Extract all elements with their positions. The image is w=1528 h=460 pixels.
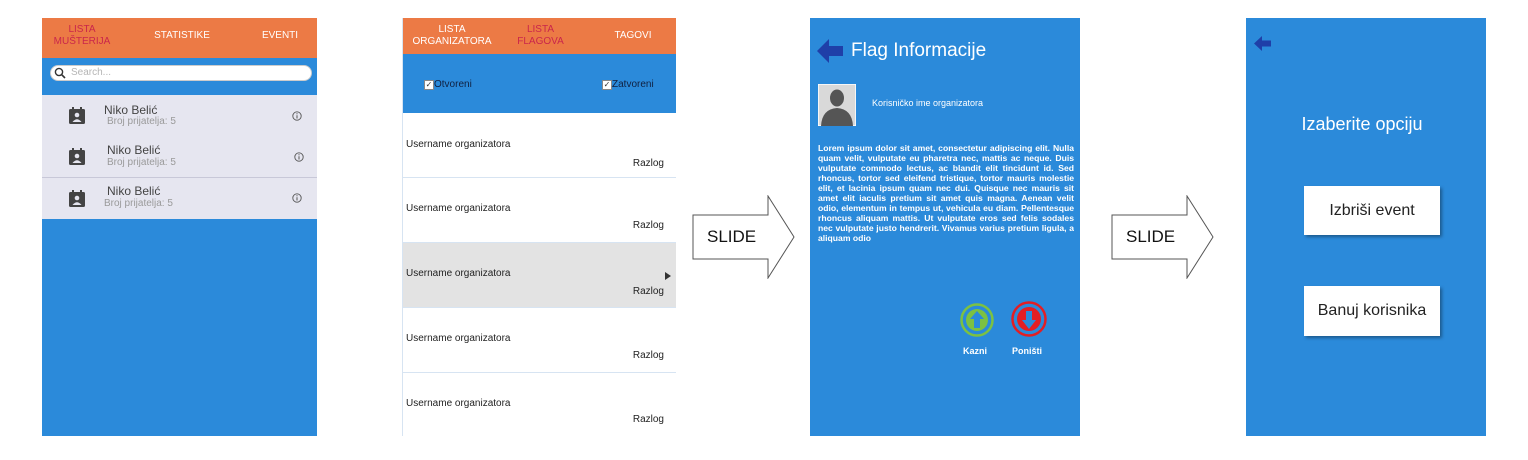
delete-event-button[interactable]: Izbriši event [1304, 186, 1440, 235]
flag-username: Username organizatora [406, 333, 511, 344]
open-label: Otvoreni [434, 79, 472, 90]
tab-label: LISTA FLAGOVA [517, 24, 564, 47]
flag-reason: Razlog [632, 414, 664, 425]
flag-reason: Razlog [632, 286, 664, 297]
flag-username: Username organizatora [406, 268, 511, 279]
contact-icon [69, 107, 85, 124]
closed-label: Zatvoreni [612, 79, 654, 90]
search-placeholder: Search... [71, 67, 112, 78]
user-friends-count: Broj prijatelja: 5 [107, 157, 176, 168]
punish-label: Kazni [963, 346, 988, 356]
page-title: Flag Informacije [851, 40, 987, 61]
options-screen: Izaberite opciju Izbriši event Banuj kor… [1246, 18, 1486, 436]
tab-statistics[interactable]: STATISTIKE [154, 30, 210, 41]
flag-reason: Razlog [632, 350, 664, 361]
avatar [818, 84, 856, 126]
contact-icon [69, 148, 85, 165]
list-item[interactable]: Niko Belić Broj prijatelja: 5 [42, 136, 317, 178]
customer-list-screen: LISTA MUŠTERIJA STATISTIKE EVENTI Search… [42, 18, 317, 436]
table-row[interactable]: Username organizatora Razlog [403, 373, 676, 436]
table-row[interactable]: Username organizatora Razlog [403, 113, 676, 178]
table-row[interactable]: Username organizatora Razlog [403, 178, 676, 243]
flag-info-screen: Flag Informacije Korisničko ime organiza… [810, 18, 1080, 436]
flag-description: Lorem ipsum dolor sit amet, consectetur … [818, 143, 1074, 243]
back-arrow-icon[interactable] [817, 39, 843, 63]
slide-arrow: SLIDE [1111, 194, 1215, 280]
info-icon[interactable] [294, 152, 304, 162]
flag-username: Username organizatora [406, 398, 511, 409]
chevron-right-icon [665, 272, 671, 280]
tab-tags[interactable]: TAGOVI [614, 30, 652, 41]
closed-checkbox[interactable]: ✓ [602, 80, 612, 90]
flag-reason: Razlog [632, 220, 664, 231]
slide-arrow: SLIDE [692, 194, 796, 280]
search-input[interactable]: Search... [50, 65, 312, 81]
punish-up-arrow-icon[interactable] [959, 302, 995, 338]
table-row[interactable]: Username organizatora Razlog [403, 308, 676, 373]
tab-customer-list[interactable]: LISTA MUŠTERIJA [52, 24, 112, 48]
back-arrow-icon[interactable] [1254, 36, 1271, 51]
info-icon[interactable] [292, 193, 302, 203]
table-row[interactable]: Username organizatora Razlog [403, 243, 676, 308]
tab-events[interactable]: EVENTI [261, 30, 299, 41]
slide-label: SLIDE [1126, 227, 1176, 246]
user-name: Niko Belić [107, 143, 161, 157]
organizer-name: Korisničko ime organizatora [872, 98, 984, 108]
cancel-label: Poništi [1012, 346, 1043, 356]
flag-reason: Razlog [632, 158, 664, 169]
page-title: Izaberite opciju [1301, 114, 1423, 134]
ban-user-button[interactable]: Banuj korisnika [1304, 286, 1440, 336]
flag-username: Username organizatora [406, 139, 511, 150]
open-checkbox[interactable]: ✓ [424, 80, 434, 90]
top-nav: LISTA MUŠTERIJA STATISTIKE EVENTI [42, 18, 317, 58]
info-icon[interactable] [292, 111, 302, 121]
flag-username: Username organizatora [406, 203, 511, 214]
list-item[interactable]: Niko Belić Broj prijatelja: 5 [42, 178, 317, 219]
tab-flag-list[interactable]: LISTA FLAGOVA [513, 24, 568, 48]
flag-list-screen: LISTA ORGANIZATORA LISTA FLAGOVA TAGOVI … [402, 18, 676, 436]
top-nav: LISTA ORGANIZATORA LISTA FLAGOVA TAGOVI [403, 18, 676, 54]
arrow-shape [692, 194, 795, 280]
list-item[interactable]: Niko Belić Broj prijatelja: 5 [42, 95, 317, 136]
filter-bar: ✓ Otvoreni ✓ Zatvoreni [403, 54, 676, 113]
tab-organizer-list[interactable]: LISTA ORGANIZATORA [411, 24, 493, 48]
user-friends-count: Broj prijatelja: 5 [107, 116, 176, 127]
user-name: Niko Belić [107, 184, 161, 198]
user-friends-count: Broj prijatelja: 5 [104, 198, 173, 209]
search-icon [54, 67, 66, 79]
tab-label: LISTA MUŠTERIJA [53, 24, 111, 47]
user-name: Niko Belić [104, 103, 158, 117]
contact-icon [69, 190, 85, 207]
tab-label: LISTA ORGANIZATORA [412, 24, 492, 47]
cancel-down-arrow-icon[interactable] [1010, 300, 1048, 338]
arrow-shape [1111, 194, 1214, 280]
slide-label: SLIDE [707, 227, 757, 246]
